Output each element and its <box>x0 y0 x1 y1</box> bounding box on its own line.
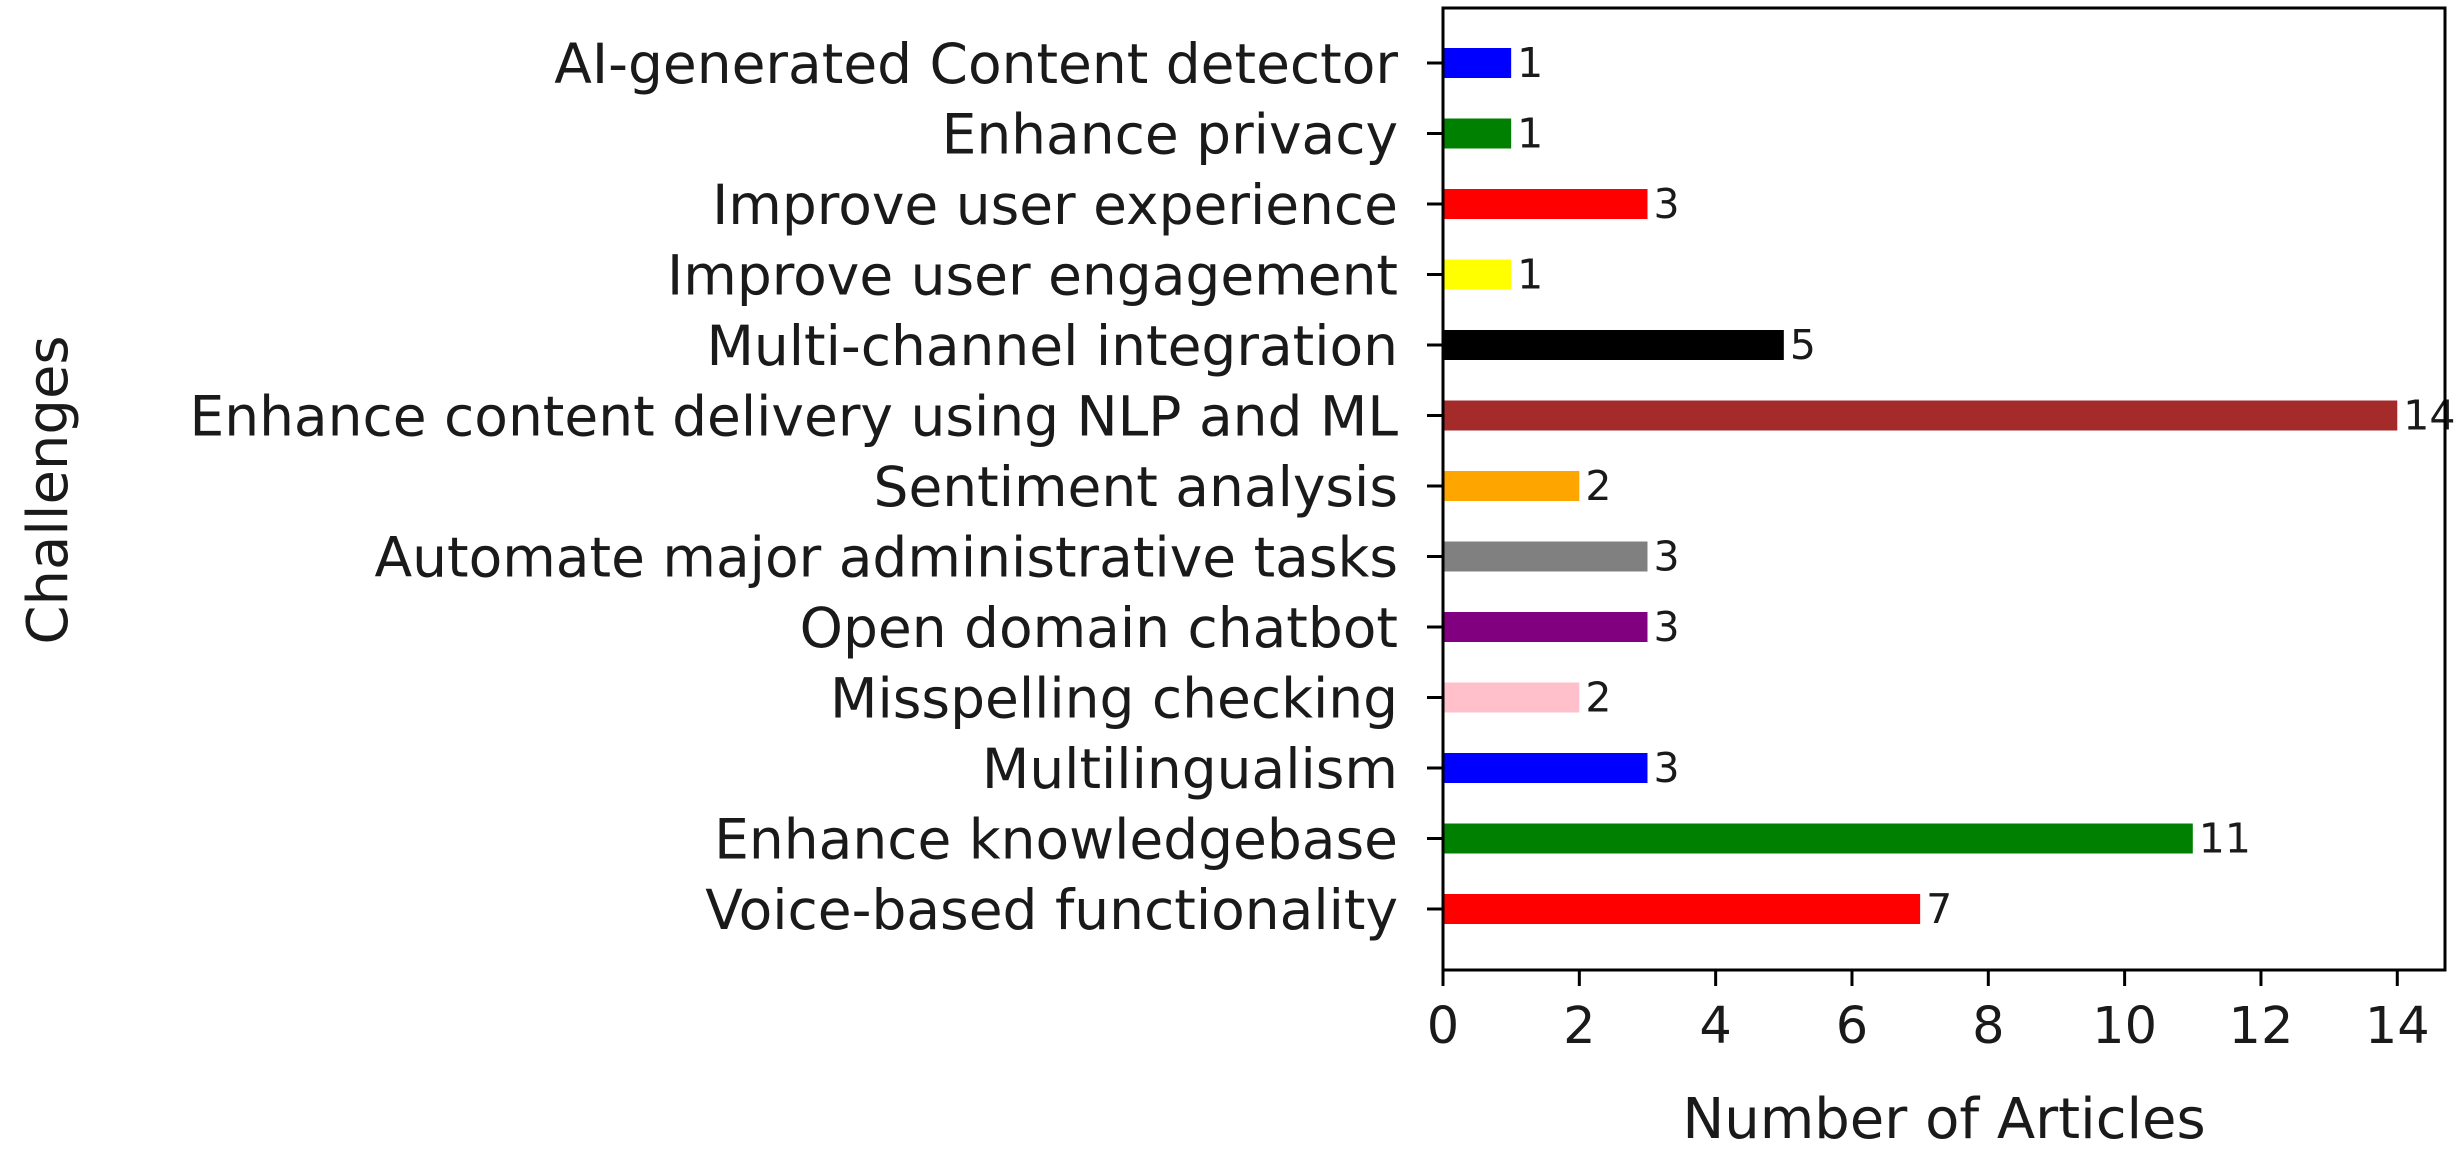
bar <box>1443 48 1512 78</box>
bar-value-label: 3 <box>1653 180 1679 228</box>
bar <box>1443 894 1921 924</box>
bar-value-label: 5 <box>1790 321 1816 369</box>
x-tick-label: 12 <box>2229 997 2294 1056</box>
bar <box>1443 259 1512 290</box>
bar <box>1443 612 1648 642</box>
x-tick-label: 0 <box>1427 997 1459 1056</box>
category-label: Multilingualism <box>982 737 1398 801</box>
category-label: Enhance knowledgebase <box>714 808 1398 872</box>
bar-value-label: 3 <box>1653 744 1679 792</box>
category-label: Enhance privacy <box>942 103 1398 167</box>
x-tick-label: 14 <box>2365 997 2430 1056</box>
plot-area-frame <box>1441 6 2447 972</box>
bar-value-label: 2 <box>1585 462 1611 510</box>
bar-value-label: 1 <box>1517 39 1543 87</box>
bar-value-label: 1 <box>1517 251 1543 299</box>
bar-value-label: 1 <box>1517 110 1543 158</box>
bar <box>1443 471 1580 501</box>
bar <box>1443 189 1648 219</box>
category-label: Voice-based functionality <box>705 878 1398 942</box>
x-tick-label: 4 <box>1699 997 1731 1056</box>
bar <box>1443 682 1580 713</box>
bar-value-label: 14 <box>2403 392 2455 440</box>
bar <box>1443 753 1648 783</box>
x-axis-ticks: 0 2 4 6 8 10 12 14 <box>1427 970 2430 1056</box>
bar-value-label: 7 <box>1926 885 1952 933</box>
bar <box>1443 823 2193 854</box>
bar-value-label: 11 <box>2199 815 2251 863</box>
bar <box>1443 400 2398 431</box>
category-label: Open domain chatbot <box>800 596 1398 660</box>
bars-layer <box>1443 48 2398 924</box>
category-label: Improve user engagement <box>667 244 1398 308</box>
x-tick-label: 2 <box>1563 997 1595 1056</box>
category-label: Misspelling checking <box>830 667 1398 731</box>
y-axis-title: Challenges <box>16 335 81 644</box>
bar-value-label: 2 <box>1585 674 1611 722</box>
category-label: Automate major administrative tasks <box>375 526 1398 590</box>
x-tick-label: 10 <box>2092 997 2157 1056</box>
bar-value-label: 3 <box>1653 533 1679 581</box>
bar <box>1443 541 1648 572</box>
category-label: Multi-channel integration <box>706 314 1398 378</box>
category-label: Sentiment analysis <box>874 455 1398 519</box>
bar-value-label: 3 <box>1653 603 1679 651</box>
bar <box>1443 330 1784 360</box>
x-tick-label: 6 <box>1836 997 1868 1056</box>
x-axis-title: Number of Articles <box>1682 1087 2205 1152</box>
bar <box>1443 118 1512 149</box>
category-label: Enhance content delivery using NLP and M… <box>189 385 1398 449</box>
category-label: Improve user experience <box>712 173 1398 237</box>
x-tick-label: 8 <box>1972 997 2004 1056</box>
category-label: AI-generated Content detector <box>554 32 1398 96</box>
